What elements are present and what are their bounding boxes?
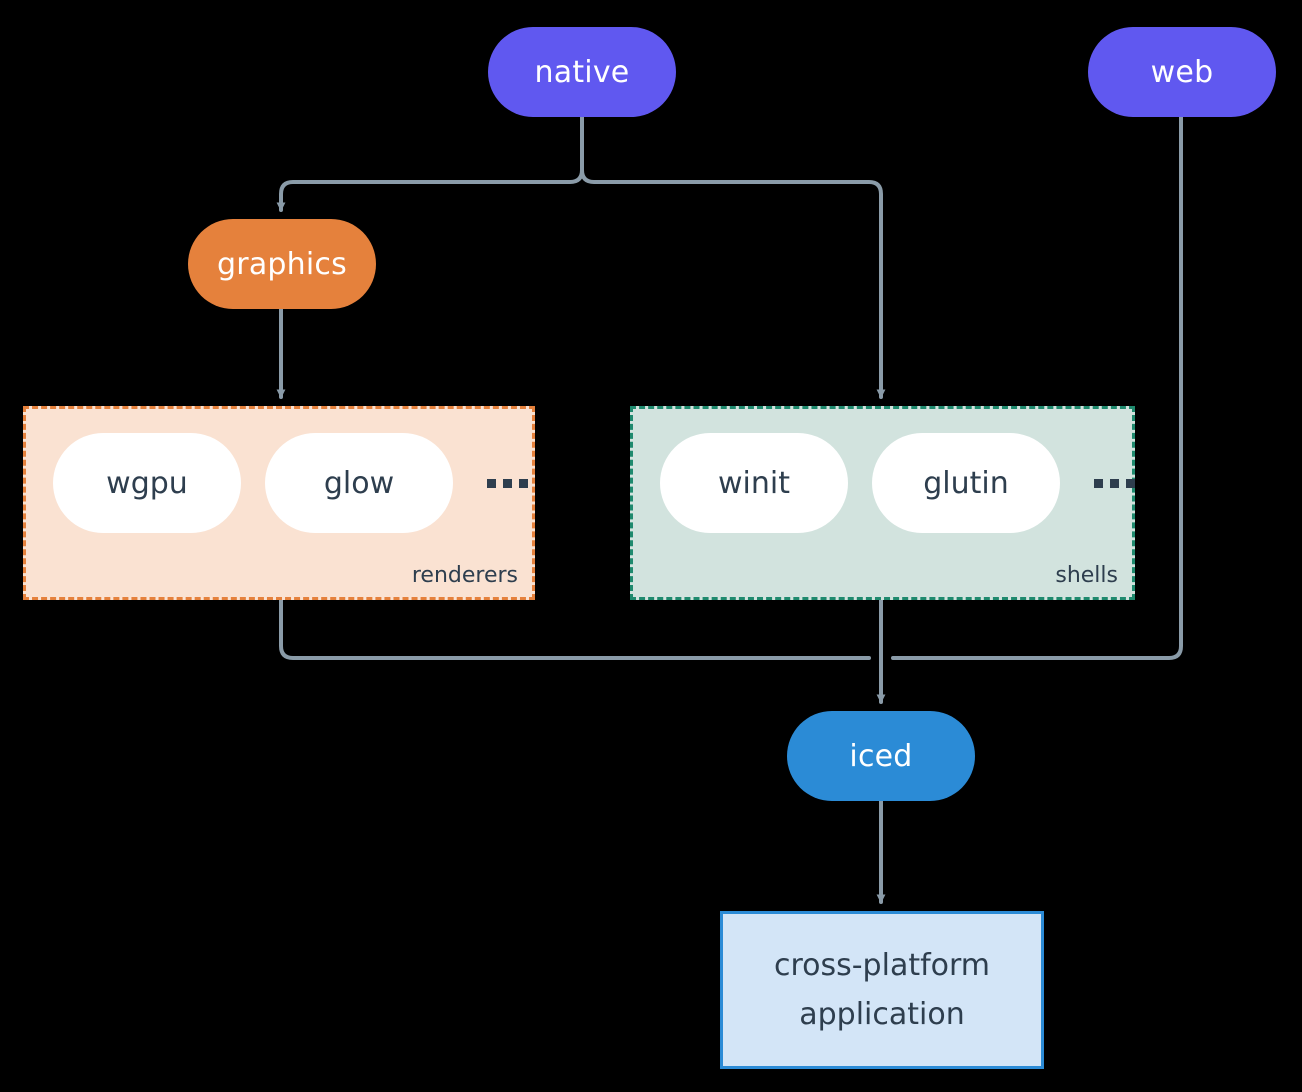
group-shells[interactable]: winit glutin shells [630,406,1135,600]
dot-3 [1126,478,1135,488]
node-native-label: native [534,54,630,90]
item-winit[interactable]: winit [660,433,848,533]
shells-ellipsis-icon [1084,433,1135,533]
node-application-line2: application [799,997,965,1032]
dot-1 [1094,478,1103,488]
group-renderers[interactable]: wgpu glow renderers [23,406,535,600]
group-shells-label: shells [1055,563,1118,588]
item-winit-label: winit [718,465,790,501]
node-application[interactable]: cross-platform application [720,911,1044,1069]
item-glutin-label: glutin [923,465,1009,501]
item-wgpu-label: wgpu [106,465,188,501]
group-renderers-label: renderers [411,563,518,588]
shells-item-row: winit glutin [660,433,1135,533]
dot-3 [519,478,528,488]
node-web-label: web [1150,54,1214,90]
item-glutin[interactable]: glutin [872,433,1060,533]
dot-2 [503,478,512,488]
node-application-line1: cross-platform [773,947,991,983]
renderers-ellipsis-icon [477,433,528,533]
item-glow-label: glow [323,465,395,501]
dot-1 [487,478,496,488]
edge-renderers-to-iced [279,598,871,660]
node-graphics[interactable]: graphics [188,219,376,309]
node-iced-label: iced [849,738,913,774]
node-web[interactable]: web [1088,27,1276,117]
dot-2 [1110,478,1119,488]
item-wgpu[interactable]: wgpu [53,433,241,533]
node-native[interactable]: native [488,27,676,117]
edge-native-to-graphics [276,168,584,212]
node-graphics-label: graphics [217,246,347,282]
item-glow[interactable]: glow [265,433,453,533]
edge-native-to-shells [580,168,886,399]
renderers-item-row: wgpu glow [53,433,528,533]
node-iced[interactable]: iced [787,711,975,801]
